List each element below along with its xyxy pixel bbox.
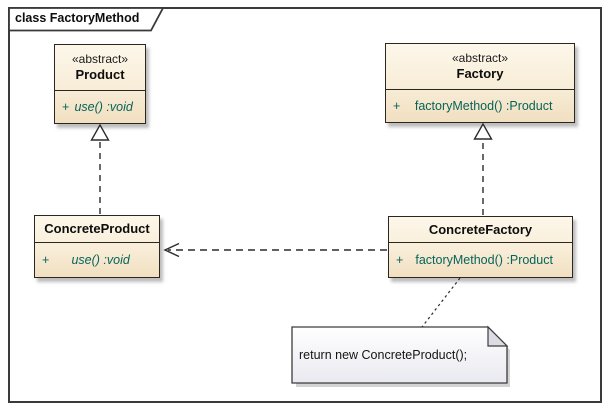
method-signature: factoryMethod() :Product xyxy=(414,98,553,113)
members-concrete-product: + use() :void xyxy=(35,243,159,276)
frame-title: class FactoryMethod xyxy=(15,11,140,25)
class-name-product: Product xyxy=(75,67,125,82)
class-header-product: «abstract» Product xyxy=(55,45,145,91)
class-box-factory[interactable]: «abstract» Factory + factoryMethod() :Pr… xyxy=(385,43,575,123)
members-concrete-factory: + factoryMethod() :Product xyxy=(389,243,572,276)
stereotype-label: «abstract» xyxy=(451,51,509,65)
class-header-factory: «abstract» Factory xyxy=(386,44,574,90)
method-signature: use() :void xyxy=(71,252,130,267)
visibility-symbol: + xyxy=(42,252,50,267)
visibility-symbol: + xyxy=(396,252,404,267)
visibility-symbol: + xyxy=(393,98,401,113)
class-name-factory: Factory xyxy=(456,66,504,81)
note-text: return new ConcreteProduct(); xyxy=(299,348,468,362)
class-box-concrete-factory[interactable]: ConcreteFactory + factoryMethod() :Produ… xyxy=(388,216,573,278)
method-signature: factoryMethod() :Product xyxy=(415,252,553,267)
class-header-concrete-factory: ConcreteFactory xyxy=(389,217,572,243)
method-signature: use() :void xyxy=(74,99,133,114)
class-name-concrete-product: ConcreteProduct xyxy=(44,221,150,236)
members-factory: + factoryMethod() :Product xyxy=(386,90,574,121)
visibility-symbol: + xyxy=(62,99,70,114)
class-name-concrete-factory: ConcreteFactory xyxy=(428,221,533,237)
class-header-concrete-product: ConcreteProduct xyxy=(35,216,159,243)
class-box-concrete-product[interactable]: ConcreteProduct + use() :void xyxy=(34,215,160,278)
members-product: + use() :void xyxy=(55,91,145,122)
class-box-product[interactable]: «abstract» Product + use() :void xyxy=(54,44,146,124)
stereotype-label: «abstract» xyxy=(71,52,129,66)
